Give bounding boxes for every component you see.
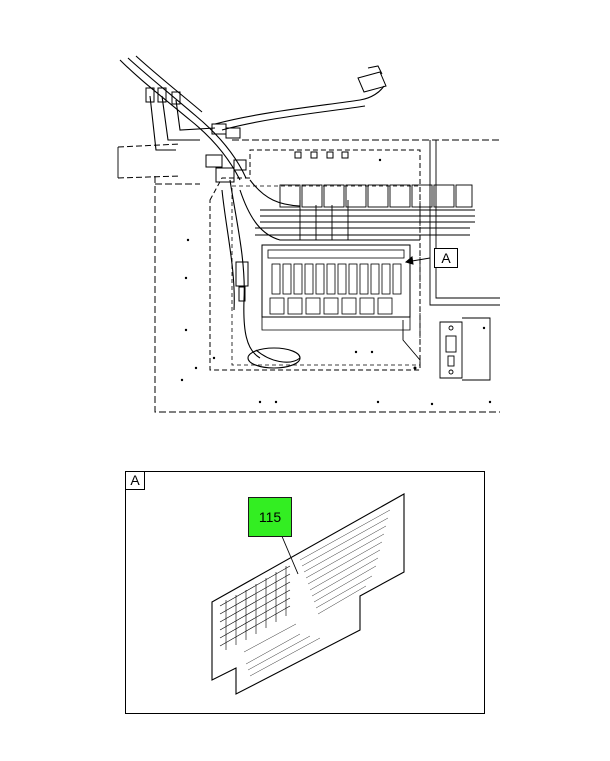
detail-callout-label: A [434, 248, 458, 268]
connectors [145, 65, 387, 302]
mounting-holes [180, 158, 492, 406]
detail-frame [125, 471, 485, 714]
fuse-decal [211, 493, 405, 695]
side-module [439, 317, 491, 381]
detail-frame-letter: A [126, 472, 145, 490]
relay-row [255, 184, 475, 240]
cab-panel-outline [117, 139, 500, 413]
fuse-panel [261, 244, 431, 331]
wiring-harness [119, 55, 421, 369]
mounting-plate [209, 149, 421, 371]
part-number-badge: 115 [248, 497, 292, 537]
